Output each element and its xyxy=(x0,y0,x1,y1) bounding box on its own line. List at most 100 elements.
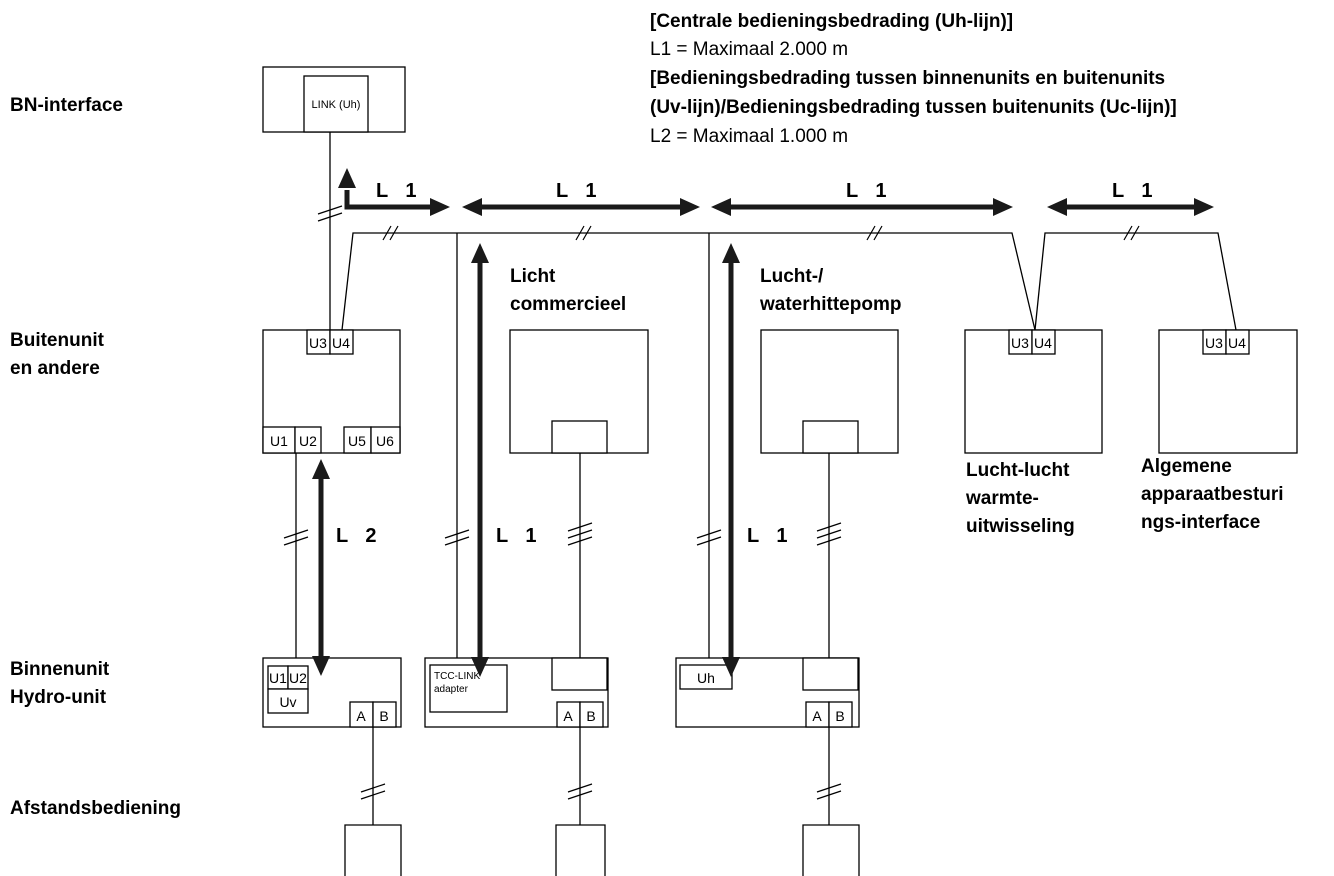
label-outdoor-u3: U3 xyxy=(309,335,327,351)
indoor-unit-2: TCC-LINK adapter A B xyxy=(424,657,609,728)
arrow-l1-bn xyxy=(344,190,432,210)
hatch-bn xyxy=(317,205,343,222)
heat-pump-terminal xyxy=(802,420,859,454)
hatch-bus-2 xyxy=(575,225,592,241)
general-interface-label-1: Algemene xyxy=(1141,456,1232,477)
hatch-lc xyxy=(567,522,593,546)
arrowhead-l1-lc-up xyxy=(471,243,489,263)
label-indoor-u2: U2 xyxy=(289,670,307,686)
label-outdoor-u1: U1 xyxy=(270,433,288,449)
heat-pump-unit: Lucht-/ waterhittepomp xyxy=(759,266,901,454)
label-indoor1-b: B xyxy=(379,708,388,724)
label-indoor3-b: B xyxy=(835,708,844,724)
arrowhead-l1-hp-down xyxy=(722,657,740,677)
label-indoor-uv: Uv xyxy=(279,694,296,710)
heat-pump-label-1: Lucht-/ xyxy=(760,266,824,287)
control-wiring-title-1: [Bedieningsbedrading tussen binnenunits … xyxy=(650,68,1165,89)
dim-l1-seg3: L 1 xyxy=(846,180,893,202)
terminal-outdoor-u1 xyxy=(262,426,296,454)
remote-controllers xyxy=(344,824,860,876)
dim-l1-lc: L 1 xyxy=(496,525,543,547)
terminal-indoor1-b xyxy=(372,701,397,728)
l2-max-note: L2 = Maximaal 1.000 m xyxy=(650,126,848,147)
terminal-indoor2-b xyxy=(579,701,604,728)
label-general-u3: U3 xyxy=(1205,335,1223,351)
label-air-u3: U3 xyxy=(1011,335,1029,351)
label-uh: Uh xyxy=(697,670,715,686)
cable-hatches xyxy=(283,205,1140,800)
label-indoor2-a: A xyxy=(563,708,573,724)
arrowhead-l1-hp-up xyxy=(722,243,740,263)
terminal-outdoor-u6 xyxy=(370,426,401,454)
arrowhead-l1-seg3-left xyxy=(711,198,731,216)
general-interface-label-3: ngs-interface xyxy=(1141,512,1260,533)
hatch-remote-3 xyxy=(816,783,842,800)
dim-l1-bn: L 1 xyxy=(376,180,423,202)
arrowhead-l1-seg4-left xyxy=(1047,198,1067,216)
tcc-link-label-1: TCC-LINK xyxy=(434,671,480,682)
arrowhead-l1-bn-right xyxy=(430,198,450,216)
air-exchange-label-2: warmte- xyxy=(965,488,1039,509)
general-interface-label-2: apparaatbesturi xyxy=(1141,484,1284,505)
remote-controller-1 xyxy=(344,824,402,876)
row-label-bn-interface: BN-interface xyxy=(10,95,123,116)
link-terminal xyxy=(303,75,369,133)
indoor-unit-3: Uh A B xyxy=(675,657,860,728)
arrowhead-l1-bn-up xyxy=(338,168,356,188)
tcc-link-adapter xyxy=(429,664,508,713)
hatch-l2 xyxy=(283,529,309,546)
light-commercial-label-1: Licht xyxy=(510,266,556,287)
indoor-unit-2-terminal xyxy=(551,657,608,691)
arrowhead-l1-seg2-right xyxy=(680,198,700,216)
remote-controller-2 xyxy=(555,824,606,876)
label-indoor-u1: U1 xyxy=(269,670,287,686)
terminal-general-u4 xyxy=(1225,329,1250,355)
hatch-hp xyxy=(816,522,842,546)
row-label-indoor-1: Binnenunit xyxy=(10,659,110,680)
label-outdoor-u2: U2 xyxy=(299,433,317,449)
arrowhead-l1-lc-down xyxy=(471,657,489,677)
label-indoor2-b: B xyxy=(586,708,595,724)
arrowhead-l1-seg4-right xyxy=(1194,198,1214,216)
indoor-unit-1: U1 U2 Uv A B xyxy=(262,657,402,728)
hatch-bus-3 xyxy=(866,225,883,241)
l1-max-note: L1 = Maximaal 2.000 m xyxy=(650,39,848,60)
row-labels: BN-interface Buitenunit en andere Binnen… xyxy=(10,95,181,819)
outdoor-unit-box: U3 U4 U1 U2 U5 U6 xyxy=(262,329,401,454)
bus-wire-general xyxy=(1034,232,1237,331)
wiring xyxy=(295,132,1237,825)
general-interface-unit: U3 U4 Algemene apparaatbesturi ngs-inter… xyxy=(1141,329,1298,533)
hatch-hydro xyxy=(696,529,722,546)
tcc-link-label-2: adapter xyxy=(434,684,469,695)
label-outdoor-u4: U4 xyxy=(332,335,350,351)
terminal-indoor3-b xyxy=(828,701,853,728)
light-commercial-terminal xyxy=(551,420,608,454)
bn-interface-box: LINK (Uh) xyxy=(262,66,406,133)
control-wiring-title-2: (Uv-lijn)/Bedieningsbedrading tussen bui… xyxy=(650,97,1177,118)
dim-l2: L 2 xyxy=(336,525,383,547)
arrowhead-l1-seg3-right xyxy=(993,198,1013,216)
hatch-tcc xyxy=(444,529,470,546)
label-general-u4: U4 xyxy=(1228,335,1246,351)
label-outdoor-u6: U6 xyxy=(376,433,394,449)
label-air-u4: U4 xyxy=(1034,335,1052,351)
label-indoor3-a: A xyxy=(812,708,822,724)
air-exchange-label-1: Lucht-lucht xyxy=(966,460,1070,481)
air-exchange-unit: U3 U4 Lucht-lucht warmte- uitwisseling xyxy=(964,329,1103,537)
light-commercial-unit: Licht commercieel xyxy=(509,266,649,454)
row-label-remote: Afstandsbediening xyxy=(10,798,181,819)
bus-wire-main xyxy=(341,232,1036,331)
arrowhead-l2-down xyxy=(312,656,330,676)
arrowhead-l2-up xyxy=(312,459,330,479)
air-exchange-label-3: uitwisseling xyxy=(966,516,1075,537)
label-outdoor-u5: U5 xyxy=(348,433,366,449)
hatch-bus-4 xyxy=(1123,225,1140,241)
terminal-outdoor-u4 xyxy=(329,329,354,355)
header-notes: [Centrale bedieningsbedrading (Uh-lijn)]… xyxy=(650,11,1177,147)
terminal-air-u4 xyxy=(1031,329,1056,355)
hatch-bus-1 xyxy=(382,225,399,241)
row-label-outdoor-2: en andere xyxy=(10,358,100,379)
indoor-unit-3-terminal xyxy=(802,657,859,691)
dim-l1-seg4: L 1 xyxy=(1112,180,1159,202)
